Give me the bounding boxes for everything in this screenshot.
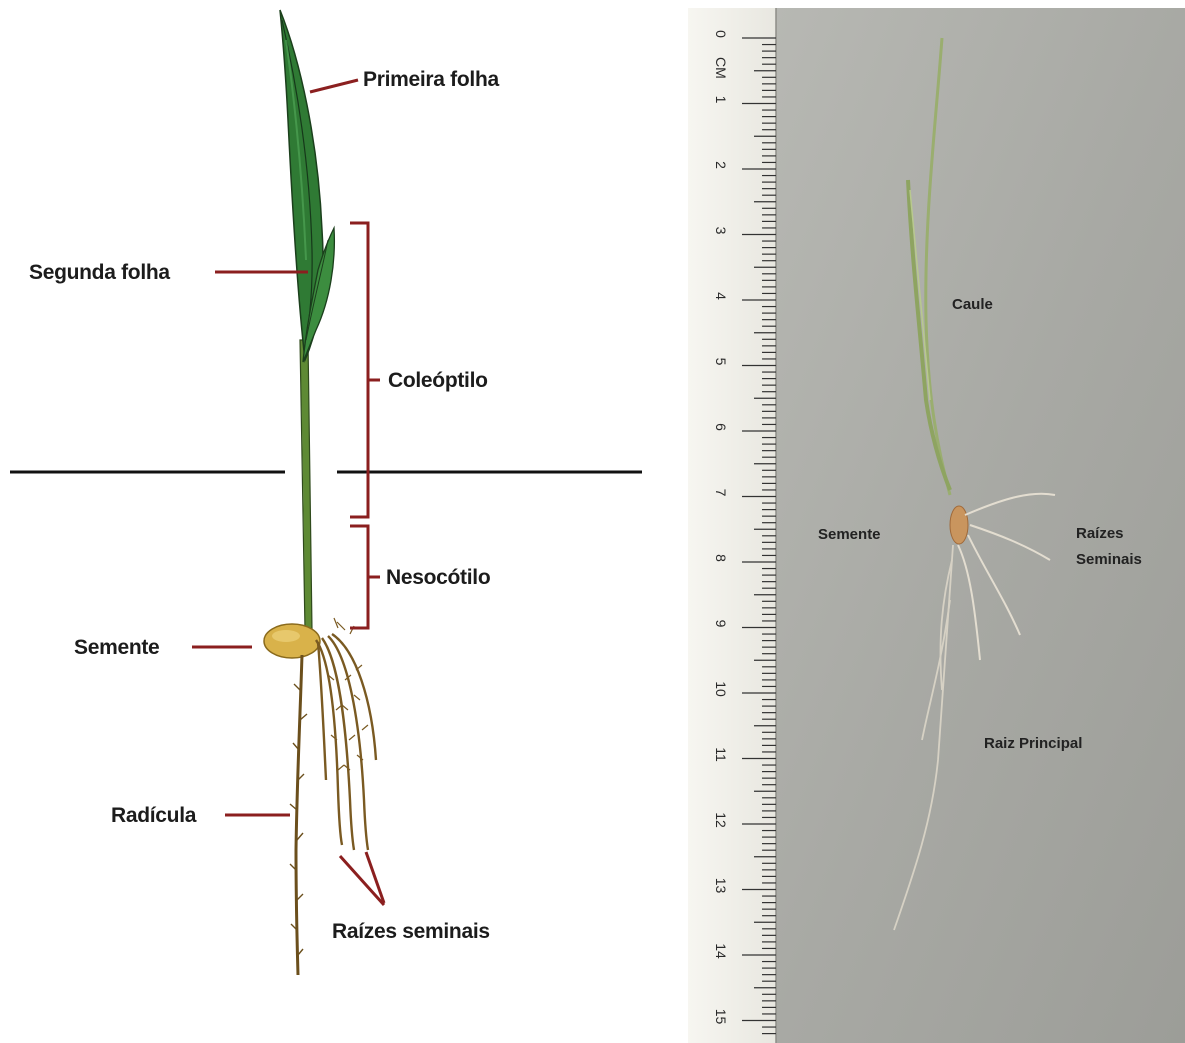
diagram-svg: Primeira folha Segunda folha Coleóptilo …	[0, 0, 680, 1043]
seminal-root-hairs	[328, 618, 368, 770]
seedling-diagram: Primeira folha Segunda folha Coleóptilo …	[0, 0, 680, 1043]
seedling-photo: 0123456789101112131415 CM Caule Semente …	[680, 0, 1185, 1043]
leader-lines	[192, 80, 384, 905]
ruler-number: 4	[713, 292, 729, 300]
label-semente: Semente	[74, 636, 159, 659]
ruler-number: 10	[713, 681, 729, 697]
ruler-number: 9	[713, 620, 729, 628]
ruler-number: 5	[713, 358, 729, 366]
ruler-number: 11	[713, 747, 729, 762]
ruler-number: 12	[713, 812, 729, 828]
label-primeira-folha: Primeira folha	[363, 68, 499, 91]
ruler-number: 15	[713, 1009, 729, 1025]
ruler-number: 2	[713, 161, 729, 169]
seminal-roots	[316, 634, 376, 850]
photo-seed	[950, 506, 968, 544]
photo-label-semente: Semente	[818, 526, 881, 543]
label-raizes-seminais: Raízes seminais	[332, 920, 490, 943]
ruler-number: 7	[713, 489, 729, 497]
photo-label-caule: Caule	[952, 296, 993, 313]
radicle-root	[290, 655, 307, 975]
ruler-number: 6	[713, 423, 729, 431]
ruler-number: 8	[713, 554, 729, 562]
photo-label-seminais: Seminais	[1076, 551, 1142, 568]
leader-primeira-folha	[310, 80, 358, 92]
label-coleoptilo: Coleóptilo	[388, 369, 488, 392]
photo-svg: 0123456789101112131415 CM Caule Semente …	[680, 0, 1185, 1043]
label-radicula: Radícula	[111, 804, 197, 827]
photo-label-raiz-principal: Raiz Principal	[984, 735, 1082, 752]
ruler-number: 13	[713, 878, 729, 894]
photo-label-raizes: Raízes	[1076, 525, 1124, 542]
ruler-number: 1	[713, 96, 729, 104]
ruler-number: 14	[713, 943, 729, 959]
bracket-nesocotilo	[350, 526, 368, 628]
stem	[300, 340, 312, 630]
label-segunda-folha: Segunda folha	[29, 261, 170, 284]
ruler-number: 3	[713, 227, 729, 235]
ruler-unit-label: CM	[713, 57, 729, 79]
label-nesocotilo: Nesocótilo	[386, 566, 490, 589]
ruler-number: 0	[713, 30, 729, 38]
seed-highlight	[272, 630, 300, 642]
ruler: 0123456789101112131415 CM	[688, 8, 776, 1043]
